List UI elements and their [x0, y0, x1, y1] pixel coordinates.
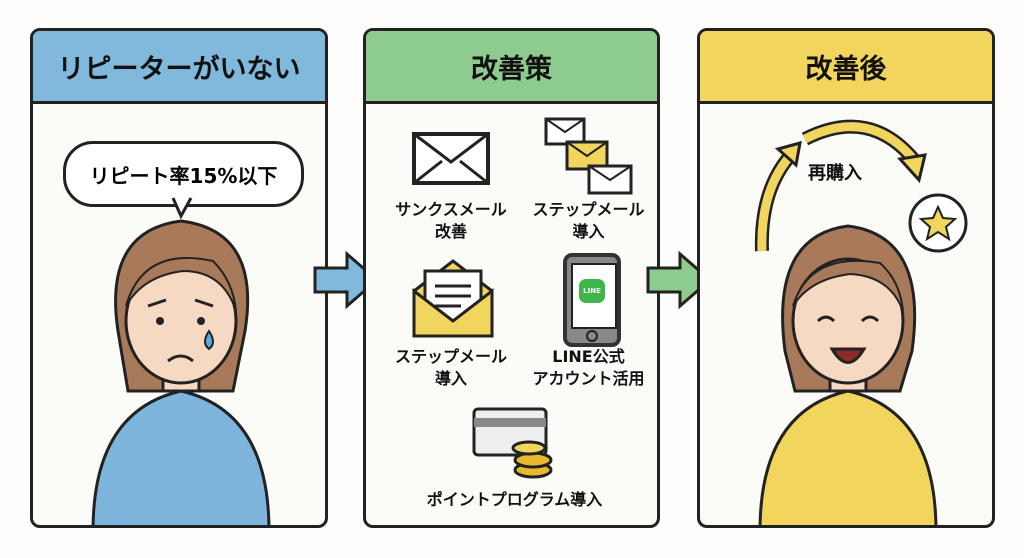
- problem-panel: リピーターがいない リピート率15%以下: [30, 28, 328, 528]
- envelope-sequence-icon: [544, 117, 633, 195]
- solution-label: ステップメール導入: [394, 347, 507, 388]
- result-panel: 改善後 再購入: [697, 28, 995, 528]
- card-coins-icon: [472, 407, 553, 479]
- arrow-right-icon: [646, 250, 713, 310]
- result-header: 改善後: [700, 31, 992, 104]
- sad-woman-illustration: [91, 197, 271, 525]
- solution-label: LINE公式アカウント活用: [532, 347, 645, 388]
- smartphone-line-icon: LINE: [563, 253, 621, 347]
- arrow-right-icon: [313, 250, 380, 310]
- open-envelope-icon: [412, 259, 494, 338]
- solutions-header: 改善策: [366, 31, 657, 104]
- repurchase-caption: 再購入: [808, 163, 862, 184]
- solution-label: ポイントプログラム導入: [426, 490, 603, 509]
- solution-label: ステップメール導入: [532, 200, 645, 241]
- line-app-badge: LINE: [579, 279, 605, 303]
- envelope-icon: [412, 132, 490, 185]
- solution-label: サンクスメール改善: [395, 200, 507, 241]
- solutions-panel: 改善策 サンクスメール改善 ステップメール導入 ステップメール導入 LINE L…: [363, 28, 660, 528]
- happy-woman-illustration: [754, 119, 968, 525]
- problem-header: リピーターがいない: [33, 31, 325, 104]
